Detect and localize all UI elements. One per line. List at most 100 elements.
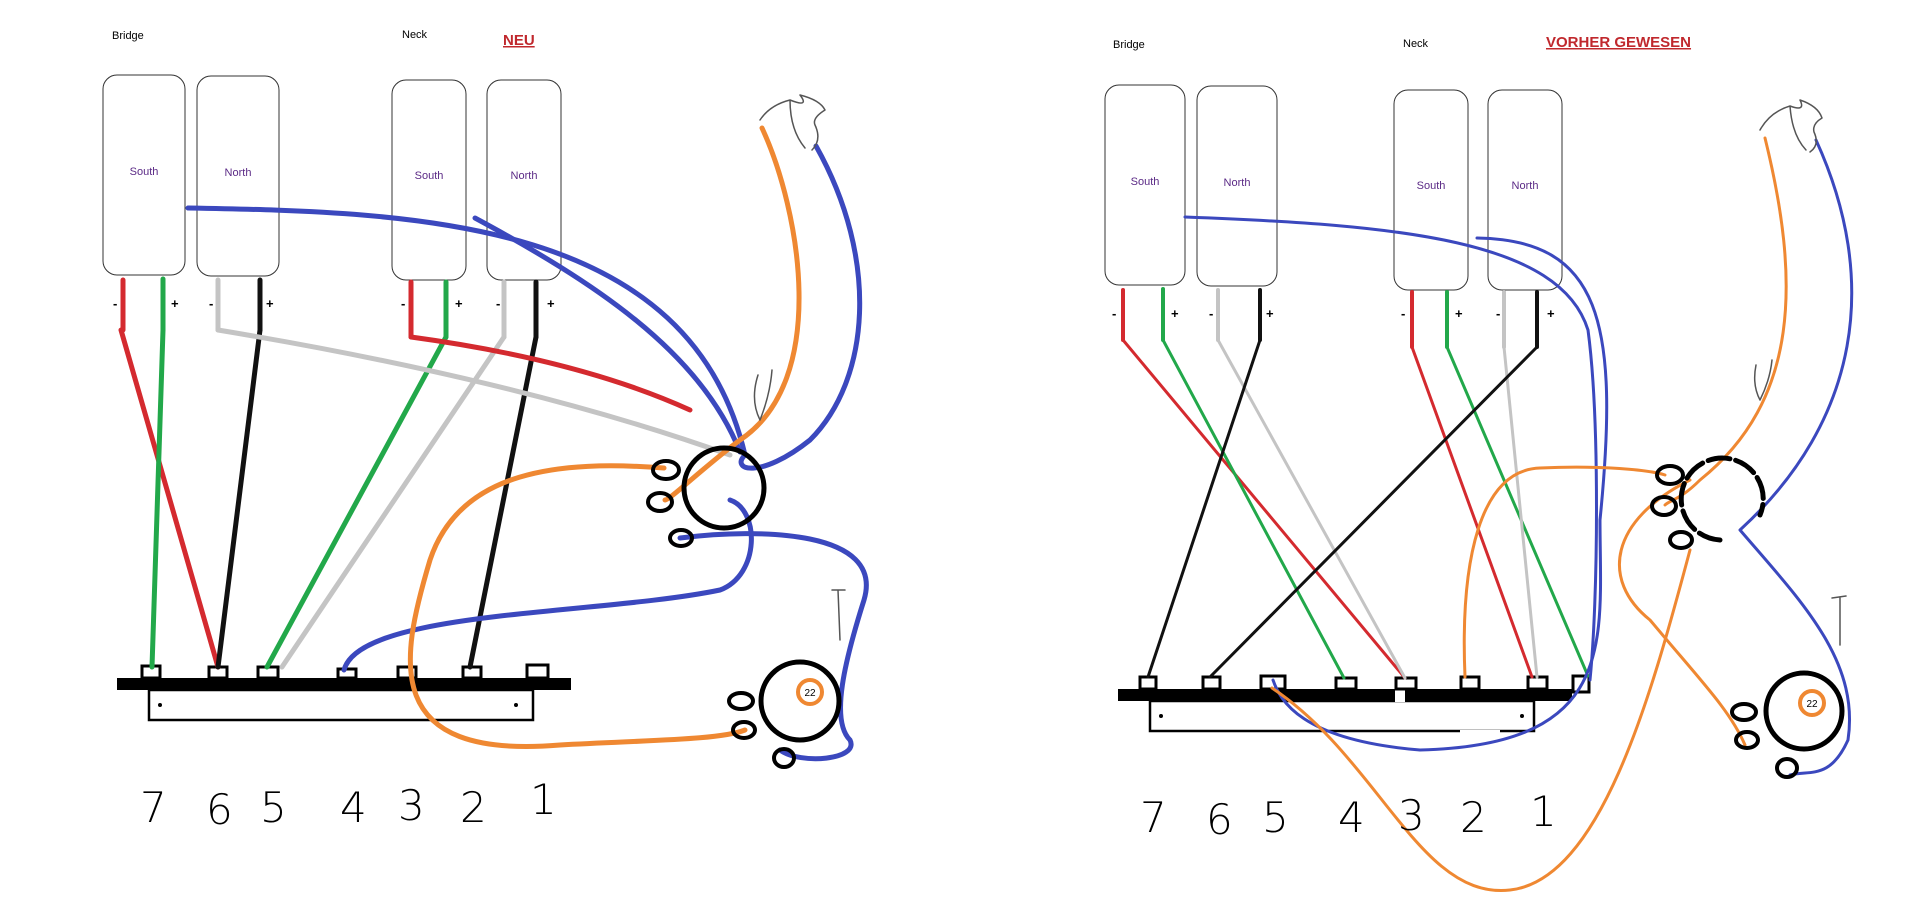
position-number: 7 [1140, 793, 1167, 842]
wire-silver [215, 327, 733, 458]
wire-red [1410, 345, 1534, 679]
wire-silver [279, 334, 507, 670]
switch-screw [158, 703, 162, 707]
wire-green [1445, 345, 1590, 678]
position-number: 4 [1338, 793, 1365, 842]
pot-lug [1668, 530, 1694, 550]
minus-mark: - [209, 296, 213, 311]
plus-mark: + [1266, 306, 1274, 321]
plus-mark: + [1455, 306, 1463, 321]
pot-lug [668, 528, 694, 548]
wire-silver [1502, 345, 1539, 679]
wire-green [149, 327, 166, 670]
wire-black [1208, 345, 1539, 679]
pot-lug [1775, 757, 1799, 779]
position-number: 5 [1262, 793, 1289, 842]
wire-blue [677, 531, 869, 762]
position-number: 2 [1460, 793, 1487, 842]
switch-lug [1526, 675, 1549, 691]
plus-mark: + [171, 296, 179, 311]
switch-lug [461, 665, 483, 680]
neck-north-coil-label: North [511, 170, 538, 182]
neck-north-coil [486, 79, 562, 281]
switch-lug [1394, 676, 1418, 691]
pot-lug [1655, 464, 1685, 486]
pot-lug [731, 720, 757, 740]
tone-pot [1763, 670, 1845, 752]
bridge-north-coil [1196, 85, 1278, 287]
neck-south-coil-label: South [415, 170, 444, 182]
position-number: 3 [398, 781, 425, 830]
tone-capacitor [1798, 689, 1826, 717]
diagram-neu: Bridge Neck NEU South North South North … [102, 29, 869, 834]
wire-orange [662, 125, 802, 503]
minus-mark: - [1209, 306, 1213, 321]
plus-mark: + [455, 296, 463, 311]
tone-capacitor-value: 22 [1806, 699, 1818, 710]
position-number: 3 [1398, 791, 1425, 840]
wire-red [1121, 338, 1407, 680]
wire-black [215, 327, 263, 670]
wire-orange [1270, 548, 1692, 892]
switch-gap [1460, 730, 1500, 735]
neck-label: Neck [1403, 38, 1429, 50]
wire-red [408, 334, 693, 413]
wire-blue [472, 215, 743, 455]
tone-capacitor [796, 678, 824, 706]
switch-screw [514, 703, 518, 707]
bridge-south-coil [1104, 84, 1186, 286]
wire-red [118, 327, 221, 670]
tone-pot [758, 659, 842, 743]
neck-south-coil-label: South [1417, 180, 1446, 192]
selector-switch-base [1148, 699, 1536, 733]
neck-north-coil-label: North [1512, 180, 1539, 192]
wire-blue [738, 143, 863, 471]
switch-lug [1201, 675, 1222, 691]
wire-blue [1738, 138, 1854, 777]
switch-lug [525, 663, 550, 680]
pot-lug [1650, 495, 1678, 517]
wire-orange [407, 463, 748, 749]
minus-mark: - [1496, 306, 1500, 321]
plus-mark: + [1547, 306, 1555, 321]
wire-silver [1216, 338, 1407, 680]
bridge-north-coil [196, 75, 280, 277]
position-number: 7 [140, 783, 167, 832]
bridge-north-coil-label: North [225, 167, 252, 179]
position-number: 5 [260, 783, 287, 832]
wire-orange [1617, 478, 1747, 747]
neck-label: Neck [402, 29, 428, 41]
selector-switch-bar [117, 678, 571, 690]
wire-blue [341, 497, 754, 673]
position-number: 6 [206, 785, 233, 834]
wire-blue [1183, 215, 1598, 682]
pot-lug [646, 491, 674, 513]
output-jack-sketch [1759, 99, 1823, 153]
wire-green [264, 334, 449, 670]
diagram-title: NEU [503, 32, 535, 49]
wire-black [1146, 338, 1262, 679]
switch-screw [1520, 714, 1524, 718]
switch-gap [1395, 688, 1405, 702]
plus-mark: + [547, 296, 555, 311]
volume-pot [681, 445, 767, 531]
bridge-north-coil-label: North [1224, 177, 1251, 189]
bridge-south-coil-label: South [1131, 176, 1160, 188]
diagram-title: VORHER GEWESEN [1546, 34, 1691, 51]
minus-mark: - [401, 296, 405, 311]
position-number: 1 [530, 775, 557, 824]
neck-south-coil [391, 79, 467, 281]
wire-blue [185, 205, 748, 458]
diagram-vorher-gewesen: Bridge Neck VORHER GEWESEN South North S… [1104, 34, 1854, 892]
volume-v-mark [1753, 359, 1773, 401]
switch-lug [1138, 675, 1158, 691]
switch-lug [396, 665, 418, 680]
pot-lug [651, 459, 681, 481]
volume-pot [1678, 455, 1766, 543]
tone-capacitor-value: 22 [804, 688, 816, 699]
switch-lug [1334, 676, 1358, 691]
plus-mark: + [1171, 306, 1179, 321]
selector-switch-bar [1118, 689, 1572, 701]
minus-mark: - [113, 296, 117, 311]
